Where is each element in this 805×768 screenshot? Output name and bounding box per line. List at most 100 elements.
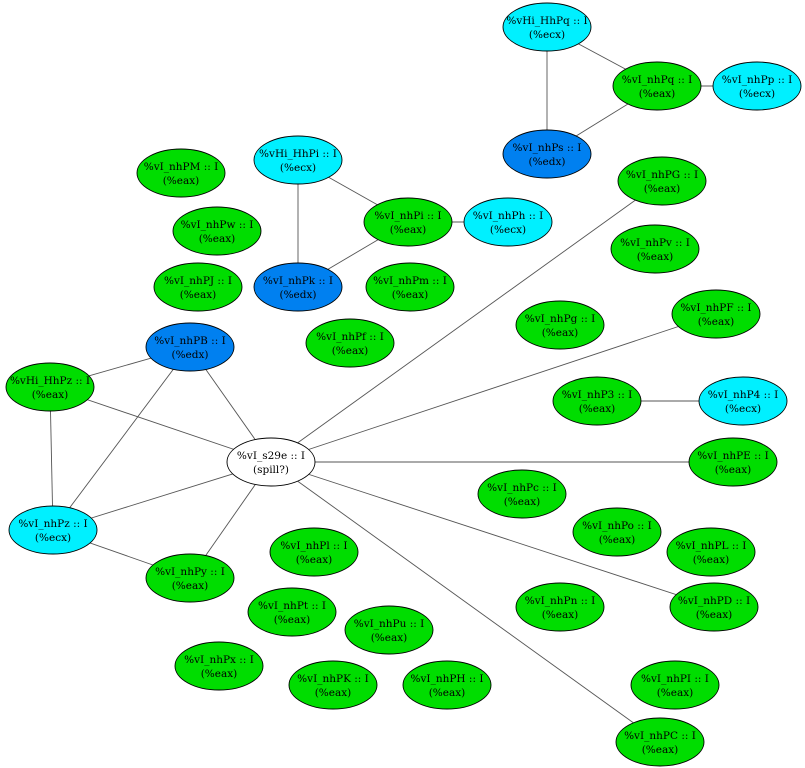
node-ellipse: [172, 206, 262, 256]
node-nhPm: %vI_nhPm :: I(%eax): [365, 262, 455, 312]
node-label-register: (%eax): [172, 580, 209, 592]
node-HhPz: %vHi_HhPz :: I(%eax): [5, 362, 95, 412]
node-ellipse: [305, 318, 395, 368]
node-nhPD: %vI_nhPD :: I(%eax): [669, 582, 759, 632]
node-nhPg: %vI_nhPg :: I(%eax): [515, 300, 605, 350]
node-nhPw: %vI_nhPw :: I(%eax): [172, 206, 262, 256]
node-ellipse: [226, 437, 316, 487]
node-label-register: (%eax): [429, 687, 466, 699]
node-label-register: (%eax): [657, 687, 694, 699]
node-ellipse: [712, 61, 802, 111]
node-ellipse: [515, 582, 605, 632]
node-ellipse: [402, 660, 492, 710]
node-label-name: %vI_nhPC :: I: [624, 730, 696, 742]
node-label-register: (%eax): [392, 289, 429, 301]
node-label-register: (%edx): [279, 289, 316, 301]
node-ellipse: [502, 129, 592, 179]
node-label-name: %vI_nhPJ :: I: [164, 275, 232, 287]
edge-s29e-nhPG: [270, 180, 663, 463]
node-ellipse: [269, 527, 359, 577]
node-ellipse: [515, 300, 605, 350]
graph-nodes: %vHi_HhPq :: I(%ecx)%vI_nhPq :: I(%eax)%…: [5, 2, 802, 767]
node-ellipse: [612, 61, 702, 111]
node-label-register: (%eax): [693, 554, 730, 566]
node-label-name: %vI_nhPc :: I: [487, 482, 557, 494]
node-nhPL: %vI_nhPL :: I(%eax): [666, 527, 756, 577]
node-label-name: %vI_nhPy :: I: [155, 566, 225, 578]
node-ellipse: [288, 660, 378, 710]
node-ellipse: [688, 437, 778, 487]
node-label-register: (%ecx): [529, 29, 565, 41]
node-ellipse: [477, 469, 567, 519]
node-label-name: %vI_nhPo :: I: [582, 520, 652, 532]
node-label-register: (%eax): [296, 554, 333, 566]
node-label-register: (%eax): [332, 345, 369, 357]
node-label-name: %vI_nhPF :: I: [680, 302, 751, 314]
node-nhPK: %vI_nhPK :: I(%eax): [288, 660, 378, 710]
node-nhPy: %vI_nhPy :: I(%eax): [145, 553, 235, 603]
node-ellipse: [615, 717, 705, 767]
node-label-register: (%eax): [696, 609, 733, 621]
node-nhPz: %vI_nhPz :: I(%ecx): [8, 505, 98, 555]
node-ellipse: [253, 262, 343, 312]
node-HhPi: %vHi_HhPi :: I(%ecx): [253, 135, 343, 185]
node-nhPp: %vI_nhPp :: I(%ecx): [712, 61, 802, 111]
node-label-name: %vI_nhPs :: I: [513, 142, 582, 154]
node-label-name: %vI_nhPq :: I: [622, 74, 693, 86]
node-label-register: (%eax): [199, 233, 236, 245]
node-nhPu: %vI_nhPu :: I(%eax): [344, 605, 434, 655]
node-label-register: (%eax): [274, 614, 311, 626]
node-label-register: (%eax): [542, 327, 579, 339]
node-label-name: %vI_nhPI :: I: [641, 673, 709, 685]
node-ellipse: [671, 289, 761, 339]
node-ellipse: [502, 2, 592, 52]
node-ellipse: [572, 507, 662, 557]
node-nhPx: %vI_nhPx :: I(%eax): [174, 641, 264, 691]
node-label-name: %vI_s29e :: I: [237, 450, 305, 462]
node-nhPE: %vI_nhPE :: I(%eax): [688, 437, 778, 487]
node-label-register: (spill?): [253, 464, 289, 476]
node-label-name: %vI_nhPx :: I: [184, 654, 254, 666]
node-nhPc: %vI_nhPc :: I(%eax): [477, 469, 567, 519]
node-nhPH: %vI_nhPH :: I(%eax): [402, 660, 492, 710]
node-label-name: %vI_nhPu :: I: [354, 618, 425, 630]
node-nhPo: %vI_nhPo :: I(%eax): [572, 507, 662, 557]
node-label-name: %vI_nhPn :: I: [525, 595, 596, 607]
node-label-name: %vI_nhPL :: I: [676, 540, 747, 552]
node-nhPG: %vI_nhPG :: I(%eax): [617, 156, 707, 206]
node-label-name: %vI_nhPf :: I: [316, 331, 384, 343]
node-label-register: (%eax): [32, 389, 69, 401]
node-label-name: %vI_nhPB :: I: [154, 335, 226, 347]
node-nhPv: %vI_nhPv :: I(%eax): [610, 224, 700, 274]
node-ellipse: [363, 197, 453, 247]
node-label-name: %vI_nhPG :: I: [626, 169, 698, 181]
node-label-name: %vI_nhPt :: I: [258, 600, 326, 612]
node-label-register: (%ecx): [725, 403, 761, 415]
node-nhPC: %vI_nhPC :: I(%eax): [615, 717, 705, 767]
node-nhPi: %vI_nhPi :: I(%eax): [363, 197, 453, 247]
node-ellipse: [610, 224, 700, 274]
node-nhPn: %vI_nhPn :: I(%eax): [515, 582, 605, 632]
node-label-register: (%ecx): [490, 224, 526, 236]
node-nhPJ: %vI_nhPJ :: I(%eax): [153, 262, 243, 312]
node-HhPq: %vHi_HhPq :: I(%ecx): [502, 2, 592, 52]
node-label-register: (%eax): [390, 224, 427, 236]
node-ellipse: [698, 376, 788, 426]
node-label-name: %vI_nhPM :: I: [144, 161, 219, 173]
node-label-name: %vI_nhPz :: I: [18, 518, 87, 530]
node-label-name: %vI_nhPl :: I: [280, 540, 347, 552]
node-label-name: %vHi_HhPq :: I: [506, 15, 587, 27]
node-nhPf: %vI_nhPf :: I(%eax): [305, 318, 395, 368]
node-nhPk: %vI_nhPk :: I(%edx): [253, 262, 343, 312]
node-label-register: (%edx): [528, 156, 565, 168]
node-nhPB: %vI_nhPB :: I(%edx): [145, 322, 235, 372]
node-label-register: (%eax): [715, 464, 752, 476]
node-label-name: %vI_nhPH :: I: [411, 673, 484, 685]
node-nhPF: %vI_nhPF :: I(%eax): [671, 289, 761, 339]
node-label-register: (%ecx): [280, 162, 316, 174]
node-nhPt: %vI_nhPt :: I(%eax): [247, 587, 337, 637]
node-label-name: %vI_nhPm :: I: [373, 275, 447, 287]
node-ellipse: [5, 362, 95, 412]
node-ellipse: [552, 376, 642, 426]
